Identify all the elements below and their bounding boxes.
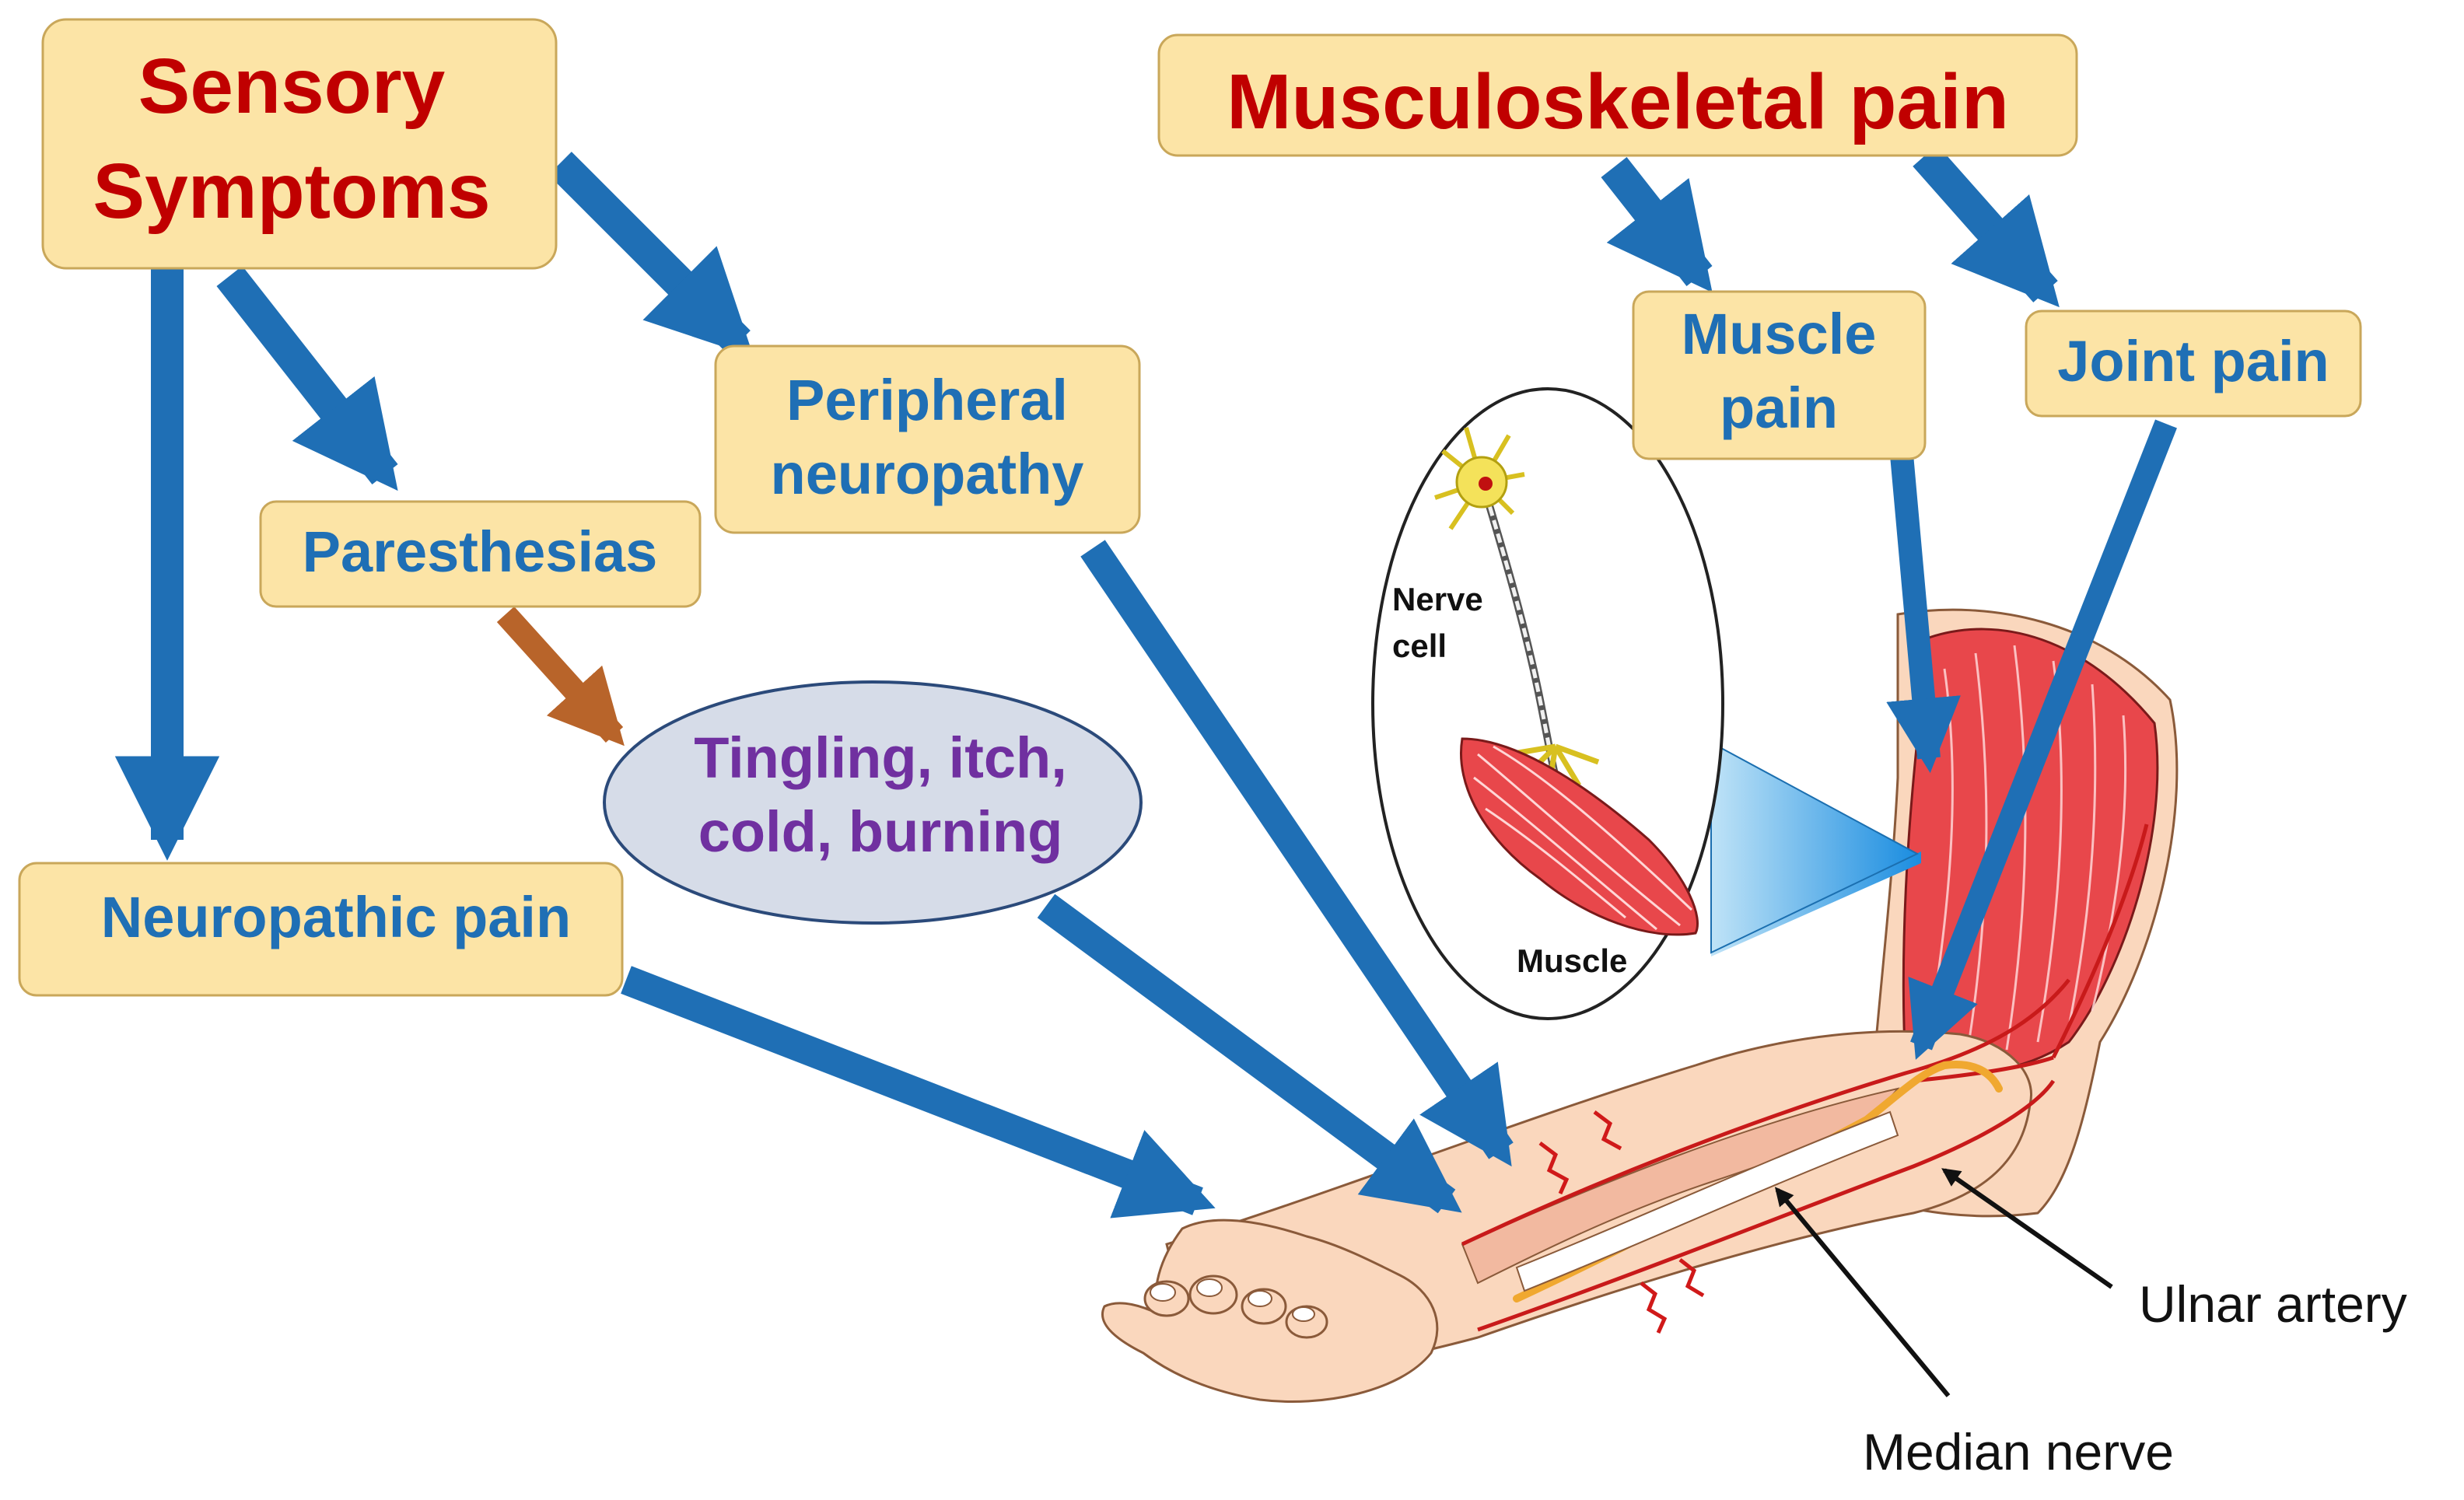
tingling-ellipse: Tingling, itch, cold, burning bbox=[603, 680, 1143, 925]
paresthesias-label: Paresthesias bbox=[303, 519, 658, 584]
arrow-paresthesias-to-tingling bbox=[496, 606, 625, 747]
paresthesias-box: Paresthesias bbox=[259, 500, 702, 608]
peripheral-neuropathy-line-2: neuropathy bbox=[771, 442, 1084, 506]
neuropathic-pain-box: Neuropathic pain bbox=[18, 862, 624, 997]
musculoskeletal-pain-box: Musculoskeletal pain bbox=[1157, 33, 2078, 157]
inset-nerve-cell-label-2: cell bbox=[1392, 628, 1447, 664]
tingling-line-1: Tingling, itch, bbox=[694, 726, 1067, 790]
peripheral-neuropathy-line-1: Peripheral bbox=[786, 368, 1068, 432]
arrow-musculoskeletal-to-muscle bbox=[1601, 157, 1713, 293]
arrows bbox=[114, 145, 2177, 1219]
tingling-line-2: cold, burning bbox=[698, 799, 1063, 864]
arrow-peripheral-to-forearm bbox=[1080, 540, 1514, 1167]
sensory-symptoms-box: Sensory Symptoms bbox=[41, 18, 558, 270]
pointer-ulnar-artery bbox=[1941, 1168, 2113, 1289]
arrow-sensory-to-paresthesias bbox=[216, 266, 398, 491]
arrow-muscle-to-biceps bbox=[1886, 453, 1961, 774]
arrow-musculoskeletal-to-joint bbox=[1913, 145, 2060, 308]
muscle-pain-box: Muscle pain bbox=[1632, 290, 1927, 460]
inset-nerve-cell-label-1: Nerve bbox=[1392, 581, 1483, 617]
nerve-muscle-inset: Nerve cell Muscle bbox=[1371, 387, 1921, 1020]
sensory-symptoms-line-2: Symptoms bbox=[93, 148, 490, 235]
arrow-neuropathic-to-hand bbox=[621, 966, 1216, 1219]
peripheral-neuropathy-box: Peripheral neuropathy bbox=[714, 344, 1141, 534]
inset-muscle-label: Muscle bbox=[1517, 942, 1627, 979]
arrow-joint-to-elbow bbox=[1908, 419, 2177, 1060]
muscle-pain-line-1: Muscle bbox=[1682, 302, 1877, 366]
neuropathic-pain-label: Neuropathic pain bbox=[101, 885, 571, 949]
median-nerve-label: Median nerve bbox=[1863, 1423, 2174, 1481]
musculoskeletal-pain-label: Musculoskeletal pain bbox=[1227, 58, 2009, 145]
joint-pain-box: Joint pain bbox=[2025, 309, 2362, 418]
arrow-tingling-to-forearm bbox=[1037, 893, 1462, 1214]
muscle-pain-line-2: pain bbox=[1720, 376, 1838, 440]
inset-muscle-icon bbox=[1460, 737, 1699, 936]
arrow-sensory-to-peripheral bbox=[548, 152, 754, 358]
arm-illustration bbox=[1101, 608, 2179, 1403]
ulnar-artery-label: Ulnar artery bbox=[2139, 1275, 2407, 1333]
pointer-median-nerve bbox=[1774, 1187, 1951, 1397]
joint-pain-label: Joint pain bbox=[2057, 329, 2329, 393]
sensory-symptoms-line-1: Sensory bbox=[138, 43, 446, 130]
pointer-arrows bbox=[1774, 1168, 2113, 1397]
